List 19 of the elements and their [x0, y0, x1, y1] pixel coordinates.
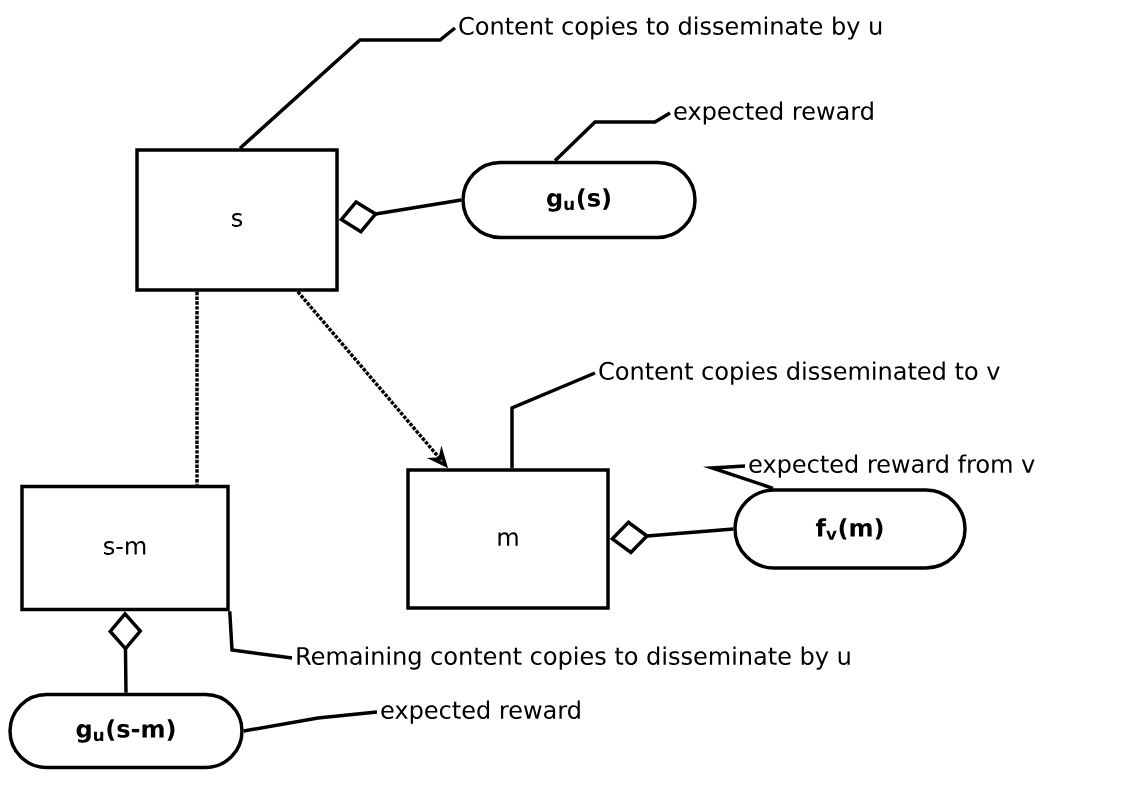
annotation-text: expected reward	[674, 101, 873, 125]
leader-line	[510, 371, 596, 469]
leader-line	[702, 464, 774, 490]
annotation-text: expected reward	[381, 700, 580, 724]
leader-line	[243, 710, 378, 733]
leader-line	[553, 111, 671, 162]
annotation-text: Content copies to disseminate by u	[459, 16, 882, 40]
connector-line	[195, 291, 199, 485]
leader-line	[228, 611, 293, 660]
annotation-text: expected reward from v	[749, 454, 1035, 478]
attribute-pill: g$_{u}$(s-m)	[8, 692, 244, 770]
attribute-pill: g$_{u}$(s)	[461, 160, 697, 240]
entity-box: m	[406, 468, 610, 610]
attribute-pill: f$_{v}$(m)	[733, 488, 967, 570]
annotation-text: Content copies disseminated to v	[599, 361, 1000, 385]
entity-box: s-m	[20, 484, 230, 612]
entity-box: s	[135, 148, 339, 292]
leader-line	[238, 26, 457, 150]
annotation-text: Remaining content copies to disseminate by u	[297, 646, 850, 670]
